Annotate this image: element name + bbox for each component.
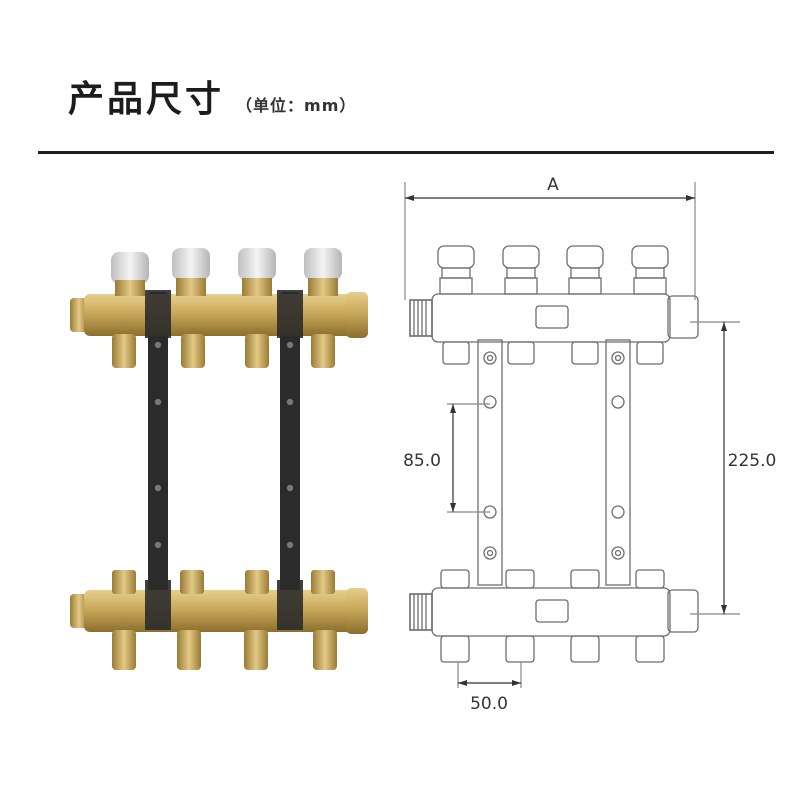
dimension-label-hole-spacing: 85.0: [403, 451, 441, 471]
drawing-bracket-right: [605, 339, 631, 586]
outlet-fitting: [112, 630, 136, 670]
mounting-bracket-left: [148, 292, 168, 624]
technical-drawing: [409, 245, 699, 663]
outlet-fitting: [177, 630, 201, 670]
outlet-fitting: [181, 334, 205, 368]
drawing-valve-cap: [631, 245, 669, 295]
outlet-fitting: [112, 334, 136, 368]
drawing-bracket-left: [477, 339, 503, 586]
outlet-fitting: [244, 630, 268, 670]
valve-cap: [238, 248, 276, 296]
valve-cap: [304, 248, 342, 296]
dimension-label-outlet-pitch: 50.0: [470, 694, 508, 714]
mounting-bracket-right: [280, 292, 300, 624]
outlet-fitting: [313, 630, 337, 670]
dimension-lines: [404, 182, 740, 688]
page-title: 产品尺寸: [68, 79, 225, 120]
valve-cap: [111, 252, 149, 296]
title-row: 产品尺寸 （单位：mm）: [68, 70, 356, 122]
drawing-valve-cap: [437, 245, 475, 295]
header-divider: [38, 151, 774, 154]
drawing-valve-cap: [502, 245, 540, 295]
top-manifold-photo: [70, 248, 368, 368]
outlet-fitting: [245, 334, 269, 368]
unit-note: （单位：mm）: [236, 96, 357, 115]
manifold-photo: [70, 248, 368, 670]
drawing-top-manifold: [409, 245, 699, 365]
drawing-valve-cap: [566, 245, 604, 295]
bottom-manifold-photo: [70, 570, 368, 670]
outlet-fitting: [311, 334, 335, 368]
drawing-bottom-manifold: [409, 569, 699, 663]
valve-cap: [172, 248, 210, 296]
dimension-label-width: A: [547, 175, 559, 195]
dimension-label-height: 225.0: [728, 451, 777, 471]
